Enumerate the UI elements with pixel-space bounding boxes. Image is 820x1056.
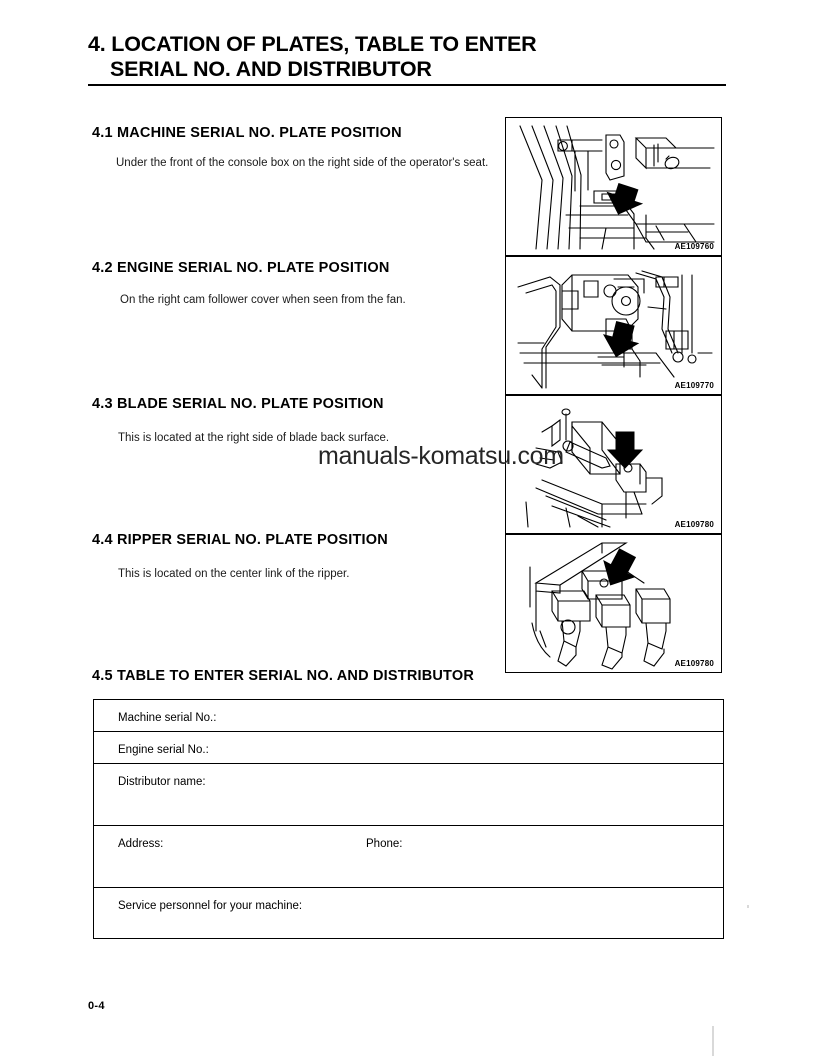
scan-edge-line bbox=[712, 1026, 714, 1056]
section-4-2-body: On the right cam follower cover when see… bbox=[120, 294, 406, 306]
section-4-1-heading: 4.1 MACHINE SERIAL NO. PLATE POSITION bbox=[92, 125, 402, 141]
section-4-4-body: This is located on the center link of th… bbox=[118, 568, 350, 580]
section-4-3: 4.3 BLADE SERIAL NO. PLATE POSITION This… bbox=[92, 396, 502, 447]
title-underline bbox=[88, 84, 726, 86]
figure-code-4: AE109780 bbox=[674, 659, 714, 668]
callout-arrow-icon bbox=[603, 548, 637, 586]
figure-code-3: AE109780 bbox=[674, 520, 714, 529]
figure-ripper-serial-plate: AE109780 bbox=[505, 534, 722, 673]
scan-speck bbox=[747, 905, 749, 908]
address-label: Address: bbox=[118, 838, 164, 850]
page-number: 0-4 bbox=[88, 1000, 105, 1012]
section-4-1-body: Under the front of the console box on th… bbox=[92, 155, 502, 172]
section-4-1: 4.1 MACHINE SERIAL NO. PLATE POSITION Un… bbox=[92, 125, 502, 172]
section-4-3-body: This is located at the right side of bla… bbox=[118, 432, 390, 444]
callout-arrow-icon bbox=[602, 320, 640, 358]
service-personnel-label: Service personnel for your machine: bbox=[118, 900, 303, 912]
section-4-3-heading: 4.3 BLADE SERIAL NO. PLATE POSITION bbox=[92, 396, 384, 412]
distributor-name-label: Distributor name: bbox=[118, 776, 206, 788]
table-row-address-phone[interactable]: Address: Phone: bbox=[94, 826, 723, 888]
phone-label: Phone: bbox=[366, 838, 403, 850]
section-4-5-heading: 4.5 TABLE TO ENTER SERIAL NO. AND DISTRI… bbox=[92, 668, 475, 684]
figure-blade-serial-plate: AE109780 bbox=[505, 395, 722, 534]
figure-engine-serial-plate-drawing bbox=[517, 270, 713, 389]
figure-machine-serial-plate-drawing bbox=[519, 125, 715, 250]
section-4-5: 4.5 TABLE TO ENTER SERIAL NO. AND DISTRI… bbox=[92, 668, 612, 684]
figure-code-1: AE109760 bbox=[674, 242, 714, 251]
page-title-line-1: 4. LOCATION OF PLATES, TABLE TO ENTER bbox=[88, 32, 537, 56]
page-title: 4. LOCATION OF PLATES, TABLE TO ENTER SE… bbox=[88, 32, 728, 86]
callout-arrow-icon bbox=[606, 431, 644, 469]
table-row-engine-serial[interactable]: Engine serial No.: bbox=[94, 732, 723, 764]
figure-code-2: AE109770 bbox=[674, 381, 714, 390]
section-4-1-body-text: Under the front of the console box on th… bbox=[116, 157, 489, 169]
figure-machine-serial-plate: AE109760 bbox=[505, 117, 722, 256]
section-4-4: 4.4 RIPPER SERIAL NO. PLATE POSITION Thi… bbox=[92, 532, 502, 583]
table-row-machine-serial[interactable]: Machine serial No.: bbox=[94, 700, 723, 732]
figure-blade-serial-plate-drawing bbox=[525, 408, 663, 528]
section-4-4-heading: 4.4 RIPPER SERIAL NO. PLATE POSITION bbox=[92, 532, 388, 548]
figure-ripper-serial-plate-drawing bbox=[529, 542, 671, 670]
table-row-service-personnel[interactable]: Service personnel for your machine: bbox=[94, 888, 723, 938]
table-row-distributor-name[interactable]: Distributor name: bbox=[94, 764, 723, 826]
figure-engine-serial-plate: AE109770 bbox=[505, 256, 722, 395]
serial-entry-table: Machine serial No.: Engine serial No.: D… bbox=[93, 699, 724, 939]
callout-arrow-icon bbox=[606, 182, 644, 215]
section-4-2: 4.2 ENGINE SERIAL NO. PLATE POSITION On … bbox=[92, 260, 502, 309]
machine-serial-label: Machine serial No.: bbox=[118, 712, 217, 724]
section-4-2-heading: 4.2 ENGINE SERIAL NO. PLATE POSITION bbox=[92, 260, 390, 276]
page-title-line-2: SERIAL NO. AND DISTRIBUTOR bbox=[110, 57, 432, 81]
engine-serial-label: Engine serial No.: bbox=[118, 744, 209, 756]
